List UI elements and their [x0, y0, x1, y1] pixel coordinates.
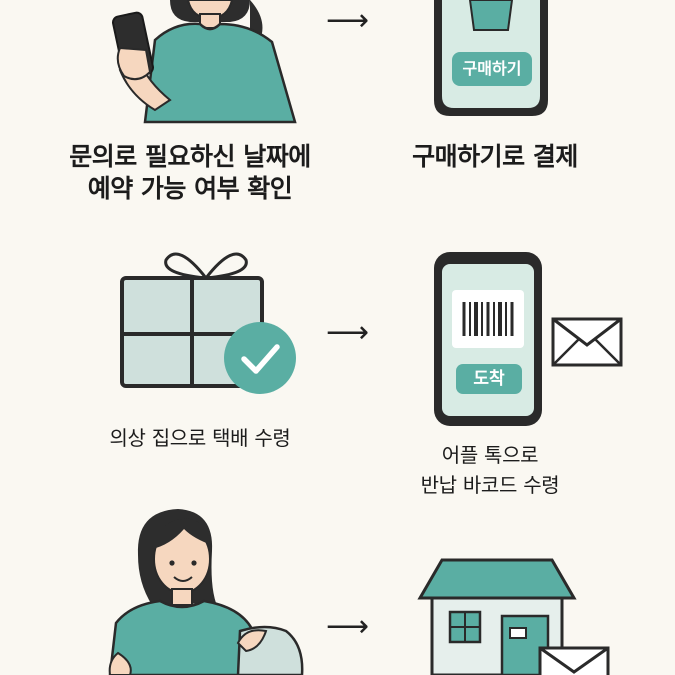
envelope-icon [551, 317, 623, 367]
step1-caption: 문의로 필요하신 날짜에 예약 가능 여부 확인 [25, 141, 355, 205]
envelope-icon [538, 646, 610, 675]
step3-caption-line1: 의상 집으로 택배 수령 [109, 426, 291, 450]
barcode-icon [462, 302, 514, 336]
step3-caption: 의상 집으로 택배 수령 [60, 423, 340, 453]
step4-caption-line2: 반납 바코드 수령 [420, 473, 560, 497]
step2-caption-line1: 구매하기로 결제 [412, 142, 578, 171]
check-icon [224, 322, 296, 394]
woman-with-phone-illustration [111, 0, 297, 124]
step1-caption-line1: 문의로 필요하신 날짜에 [69, 142, 311, 171]
phone-barcode-illustration [434, 252, 542, 426]
step2-caption: 구매하기로 결제 [365, 141, 625, 173]
right-arrow-icon: ⟶ [326, 315, 370, 350]
step4-caption-line1: 어플 톡으로 [441, 443, 539, 467]
right-arrow-icon: ⟶ [326, 3, 370, 38]
arrival-button[interactable]: 도착 [473, 369, 505, 389]
purchase-button[interactable]: 구매하기 [462, 59, 522, 78]
woman-folding-clothes-illustration [108, 509, 304, 675]
step4-caption: 어플 톡으로 반납 바코드 수령 [360, 440, 620, 500]
phone-purchase-illustration [434, 0, 548, 116]
step1-caption-line2: 예약 가능 여부 확인 [87, 174, 293, 203]
right-arrow-icon: ⟶ [326, 609, 370, 644]
house-icon [417, 558, 610, 675]
